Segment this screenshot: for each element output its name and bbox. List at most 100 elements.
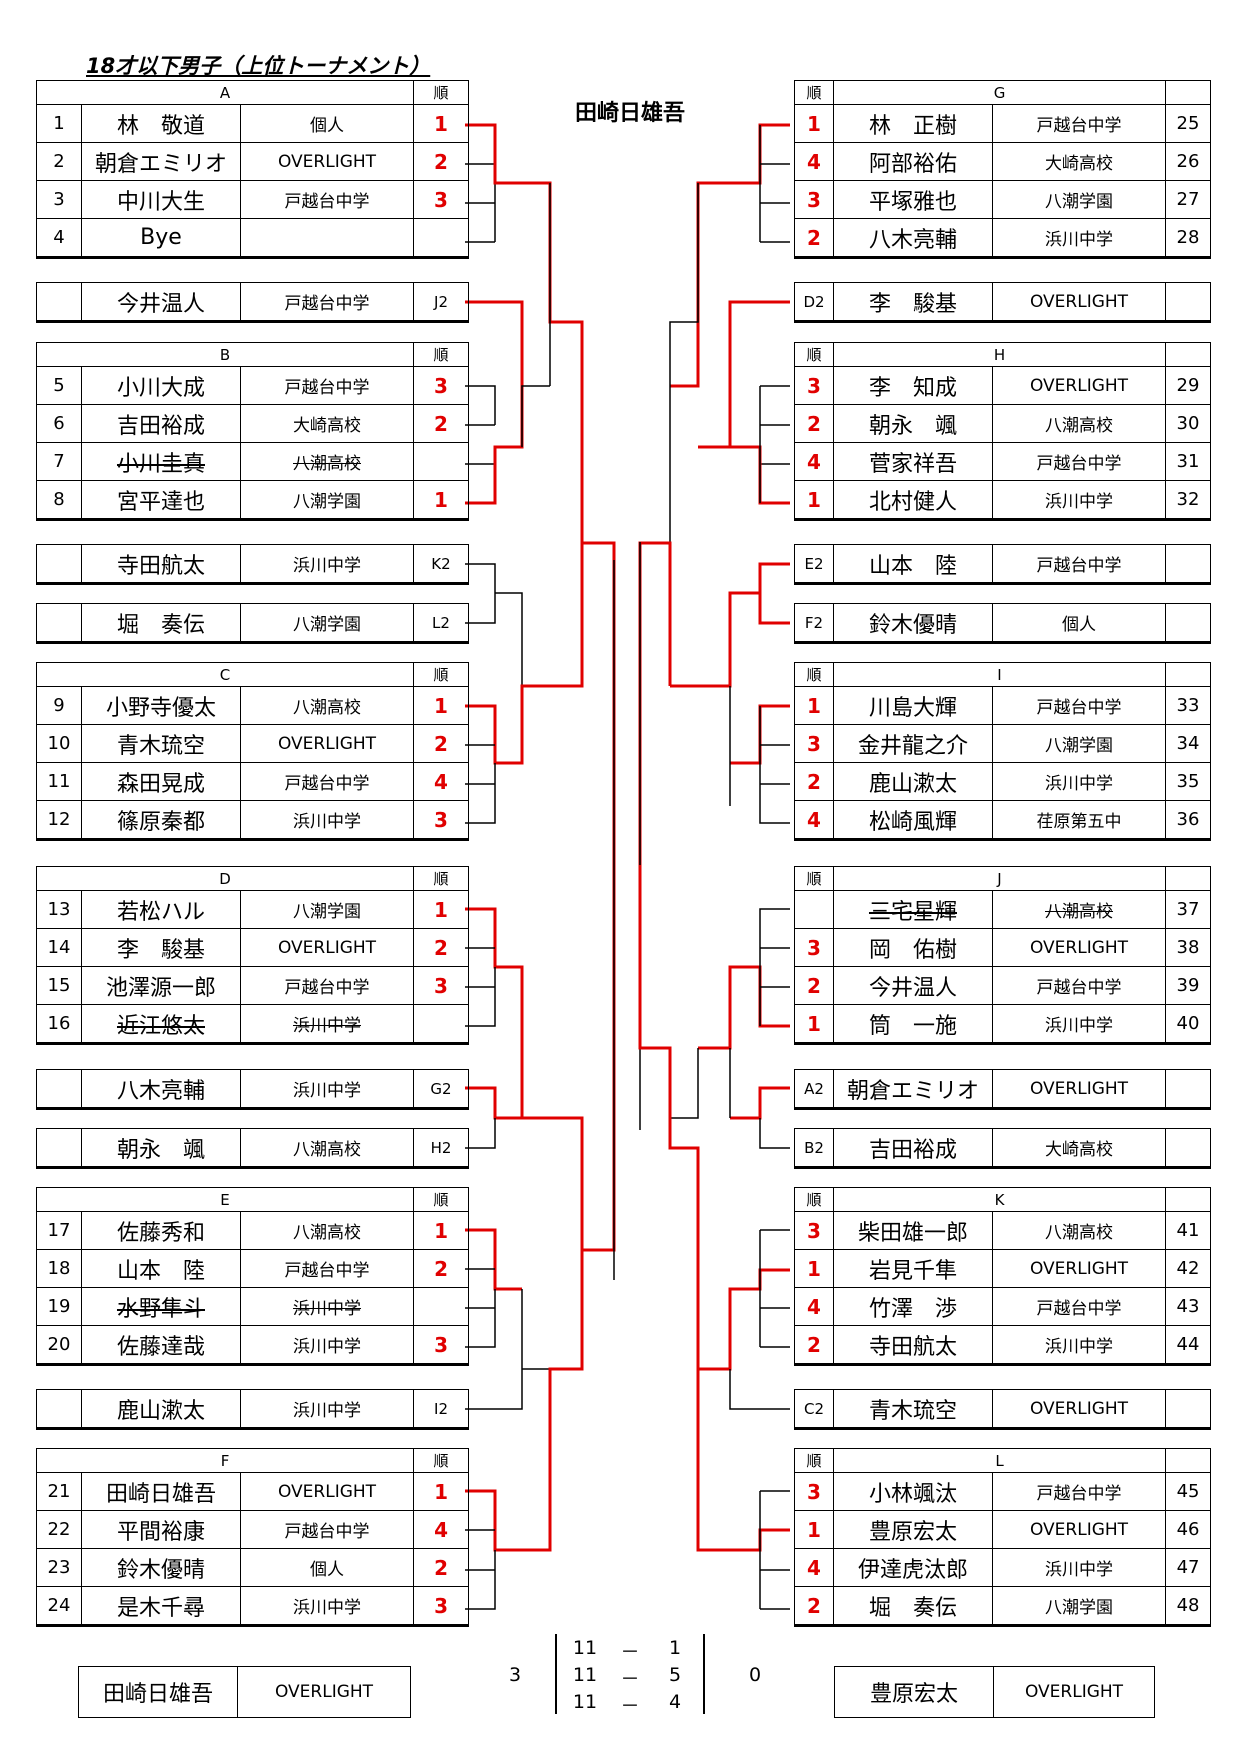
group-rank: 3 [413, 966, 469, 1005]
group-rank [413, 1004, 469, 1045]
group-rank: 1 [413, 890, 469, 929]
player-name: 鹿山漱太 [81, 1389, 241, 1430]
group-rank: 2 [413, 404, 469, 443]
player-name: 菅家祥吾 [833, 442, 993, 481]
team-name: 荏原第五中 [992, 800, 1166, 841]
rank-header: 順 [413, 1187, 470, 1212]
group-rank: 2 [413, 724, 469, 763]
rank-header: 順 [794, 866, 834, 891]
player-name: 朝永 颯 [81, 1128, 241, 1169]
team-name: 個人 [239, 104, 415, 143]
team-name: 浜川中学 [240, 800, 414, 841]
player-number: 2 [36, 142, 82, 181]
team-name: 八潮高校 [240, 686, 414, 725]
player-number: 4 [36, 218, 82, 259]
group-rank: 1 [413, 104, 470, 143]
final-left-player: 田崎日雄吾 OVERLIGHT [78, 1666, 411, 1718]
team-name: 八潮高校 [240, 442, 414, 481]
player-name: 青木琉空 [833, 1389, 993, 1430]
player-name: 鈴木優晴 [833, 603, 993, 644]
player-name: 堀 奏伝 [833, 1586, 993, 1627]
bracket-line [495, 592, 523, 763]
group-rank: 2 [413, 1548, 470, 1587]
player-name: 岩見千隼 [833, 1249, 993, 1288]
header-blank [1165, 342, 1211, 367]
player-name: 八木亮輔 [833, 218, 993, 259]
team-name: OVERLIGHT [992, 1249, 1166, 1288]
player-name: 金井龍之介 [833, 724, 993, 763]
rank-header: 順 [413, 866, 469, 891]
seed-label: J2 [413, 282, 469, 323]
player-number: 24 [36, 1586, 82, 1627]
player-name: 平間裕康 [81, 1510, 241, 1549]
player-number: 19 [36, 1287, 82, 1326]
player-name: 田崎日雄吾 [81, 1472, 241, 1511]
blank-cell [36, 282, 82, 323]
team-name: 戸越台中学 [240, 966, 414, 1005]
bracket-line [729, 1369, 790, 1410]
winner-path-line [670, 123, 790, 388]
group-rank: 3 [794, 366, 834, 405]
player-name: 青木琉空 [81, 724, 241, 763]
champion-name: 田崎日雄吾 [574, 101, 685, 126]
team-name: OVERLIGHT [240, 928, 414, 967]
rank-header: 順 [794, 342, 834, 367]
group-label: I [833, 662, 1166, 687]
blank-cell [36, 1389, 82, 1430]
team-name [239, 218, 415, 259]
player-name: 豊原宏太 [833, 1510, 993, 1549]
player-number: 34 [1165, 724, 1211, 763]
team-name: 大崎高校 [240, 404, 414, 443]
seed-label: K2 [413, 544, 469, 585]
group-rank: 2 [794, 1325, 834, 1366]
group-rank: 3 [794, 1472, 834, 1511]
player-number: 26 [1165, 142, 1211, 181]
bracket-line [669, 183, 699, 543]
player-number: 8 [36, 480, 82, 521]
team-name: 戸越台中学 [992, 686, 1166, 725]
player-name: 朝倉エミリオ [833, 1069, 993, 1110]
player-number: 43 [1165, 1287, 1211, 1326]
player-name: 今井温人 [81, 282, 241, 323]
winner-path-line [698, 965, 790, 1050]
player-number: 32 [1165, 480, 1211, 521]
group-rank: 2 [794, 966, 834, 1005]
group-rank: 1 [413, 480, 469, 521]
group-rank: 1 [794, 1249, 834, 1288]
seed-label: B2 [794, 1128, 834, 1169]
winner-path-line [465, 784, 616, 1552]
team-name: OVERLIGHT [992, 366, 1166, 405]
bracket-line [759, 908, 790, 1026]
seed-label: D2 [794, 282, 834, 323]
bracket-line [521, 385, 550, 447]
team-name: OVERLIGHT [239, 142, 415, 181]
team-name: 八潮学園 [992, 180, 1166, 219]
winner-path-line [668, 1118, 790, 1371]
group-label: G [833, 80, 1166, 105]
bracket-line [465, 1118, 496, 1149]
